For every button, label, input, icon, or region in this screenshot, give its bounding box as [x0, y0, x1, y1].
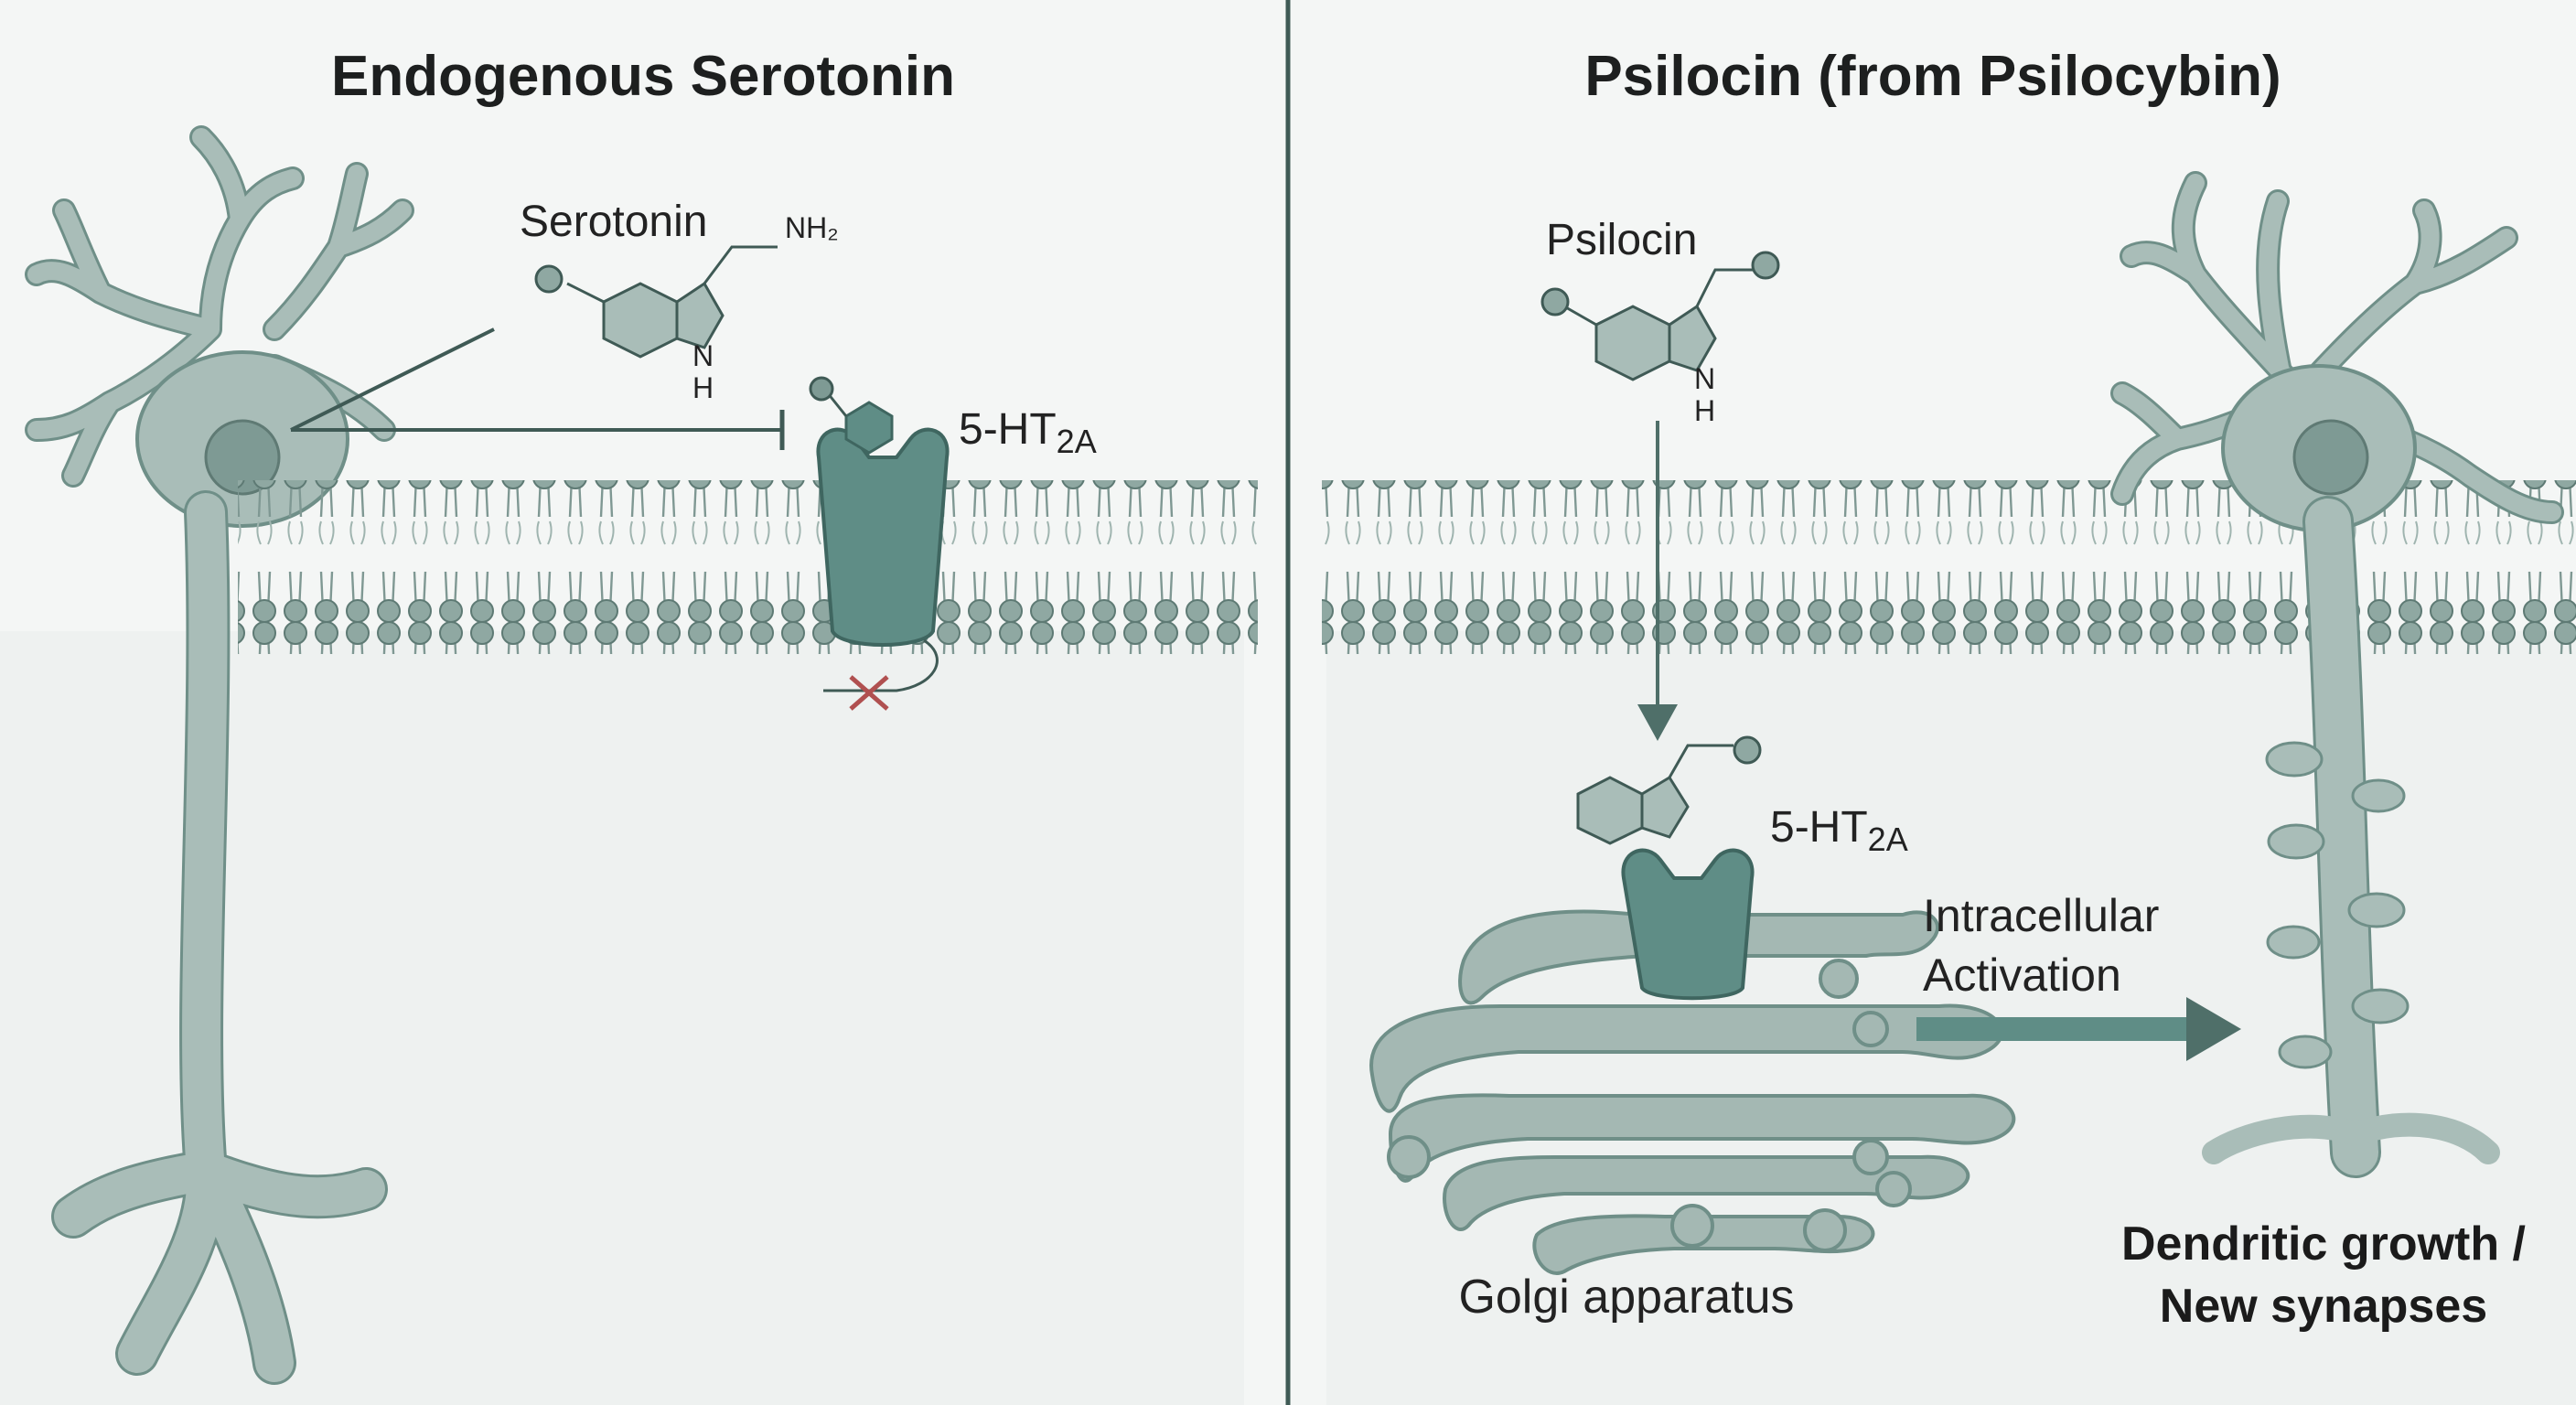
activation-label-line1: Intracellular [1923, 890, 2159, 941]
membrane-crossing-arrowhead [1637, 704, 1678, 741]
psilocin-n-label: N [1694, 362, 1715, 395]
serotonin-molecule [534, 245, 778, 359]
left-receptor-label: 5-HT2A [959, 405, 1097, 460]
right-panel-title: Psilocin (from Psilocybin) [1584, 45, 2281, 108]
intracellular-activation-arrow [1916, 997, 2241, 1061]
serotonin-n-label: N [692, 339, 714, 372]
outcome-label-line1: Dendritic growth / [2121, 1217, 2526, 1271]
right-nucleus [2292, 419, 2369, 496]
activation-label-line2: Activation [1923, 949, 2121, 1001]
blocked-x-mark [849, 675, 889, 711]
psilocin-label: Psilocin [1546, 216, 1697, 264]
left-5ht2a-receptor [809, 376, 950, 692]
serotonin-label: Serotonin [520, 198, 707, 246]
left-panel-title: Endogenous Serotonin [331, 45, 955, 108]
right-5ht2a-receptor [1621, 848, 1755, 1001]
serotonin-pointer-line [290, 327, 495, 432]
psilocin-h-label: H [1694, 394, 1715, 427]
right-receptor-label: 5-HT2A [1770, 803, 1908, 858]
right-neuron [2110, 171, 2564, 1178]
golgi-apparatus [1369, 909, 2016, 1275]
psilocin-molecule-bound [1576, 735, 1762, 845]
outcome-label-line2: New synapses [2160, 1280, 2487, 1333]
serotonin-h-label: H [692, 371, 714, 404]
left-cell-membrane [238, 480, 1258, 654]
psilocin-molecule-outside [1540, 251, 1780, 381]
golgi-label: Golgi apparatus [1458, 1271, 1794, 1324]
serotonin-amine-label: NH₂ [785, 211, 839, 244]
